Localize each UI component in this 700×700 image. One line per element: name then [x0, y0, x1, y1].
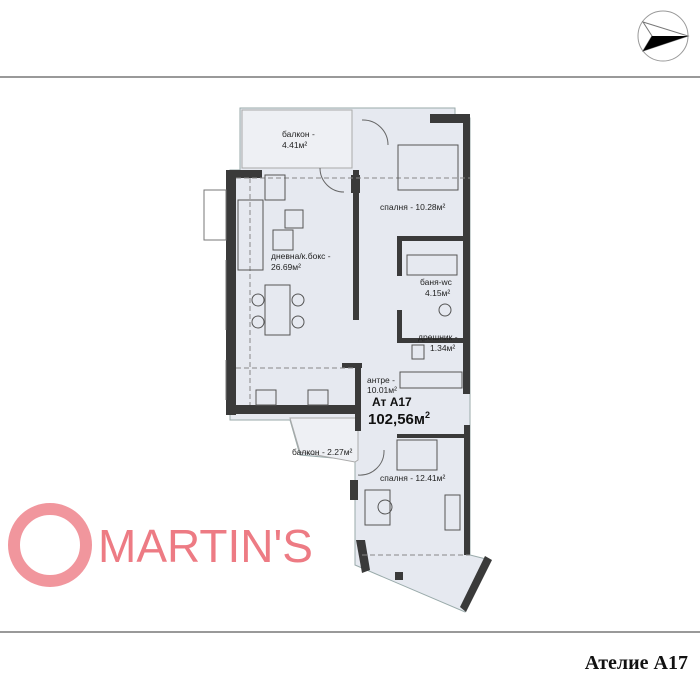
unit-area-value: 102,56м: [368, 411, 425, 428]
room-area-balcony-top: 4.41м²: [282, 140, 307, 150]
room-label-bedroom-1: спалня - 10.28м²: [380, 202, 446, 212]
room-label-hall: антре -: [367, 375, 395, 385]
watermark-text: MARTIN'S: [98, 520, 313, 572]
unit-area: 102,56м2: [368, 410, 430, 428]
room-label-balcony-bottom: балкон - 2.27м²: [292, 447, 353, 457]
unit-area-sup: 2: [425, 410, 430, 420]
room-label-closet: дрешник -: [418, 332, 458, 342]
dashed-lines: [236, 177, 470, 556]
furniture: [237, 144, 463, 531]
balcony-top: [241, 109, 353, 169]
door-swings: [319, 119, 389, 476]
balcony-bottom: [289, 417, 359, 463]
walls: [226, 114, 492, 612]
room-area-living: 26.69м²: [271, 262, 301, 272]
watermark-logo: MARTIN'S: [8, 503, 313, 587]
room-area-closet: 1.34м²: [430, 343, 455, 353]
room-label-bathroom: баня-wc: [420, 277, 453, 287]
room-label-bedroom-2: спалня - 12.41м²: [380, 473, 446, 483]
room-area-hall: 10.01м²: [367, 385, 397, 395]
room-label-balcony-top: балкон -: [282, 129, 315, 139]
north-arrow-icon: [637, 10, 690, 62]
unit-id: Ат А17: [372, 395, 412, 409]
windows: [203, 189, 227, 400]
plan-title: Ателие А17: [584, 652, 688, 674]
room-label-living: дневна/к.бокс -: [271, 251, 331, 261]
room-area-bathroom: 4.15м²: [425, 288, 450, 298]
